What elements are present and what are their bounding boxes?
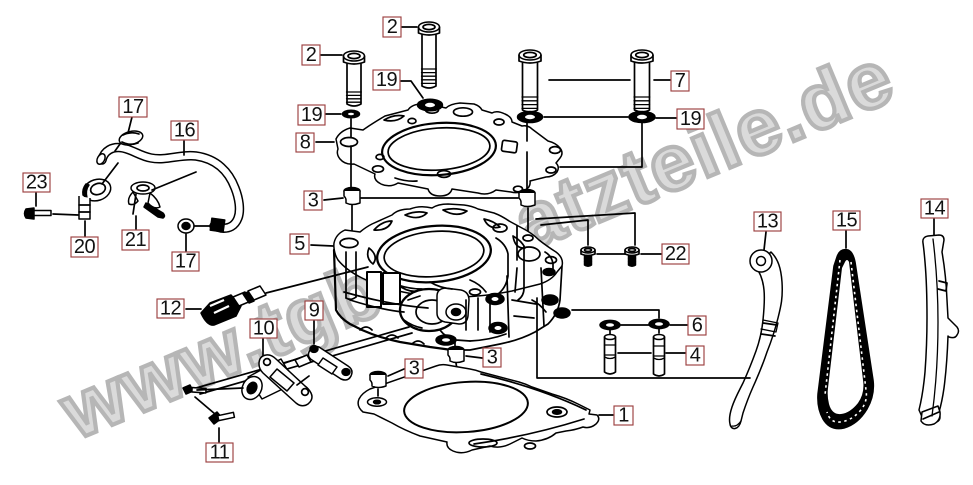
svg-text:20: 20 <box>74 236 96 258</box>
svg-text:1: 1 <box>618 405 629 427</box>
svg-text:9: 9 <box>309 300 320 322</box>
svg-text:8: 8 <box>300 132 311 154</box>
svg-text:19: 19 <box>680 108 702 130</box>
svg-text:14: 14 <box>924 198 946 220</box>
svg-text:19: 19 <box>301 104 323 126</box>
svg-text:21: 21 <box>125 229 147 251</box>
svg-text:6: 6 <box>692 315 703 337</box>
svg-text:2: 2 <box>306 44 317 66</box>
svg-text:2: 2 <box>387 16 398 38</box>
svg-text:11: 11 <box>210 442 230 464</box>
svg-text:23: 23 <box>26 172 48 194</box>
svg-text:15: 15 <box>836 210 858 232</box>
svg-text:3: 3 <box>409 358 420 380</box>
svg-text:7: 7 <box>675 70 686 92</box>
svg-text:3: 3 <box>487 347 498 369</box>
svg-text:16: 16 <box>174 120 196 142</box>
svg-text:5: 5 <box>294 233 305 255</box>
svg-text:10: 10 <box>253 318 275 340</box>
svg-text:3: 3 <box>308 190 319 212</box>
svg-text:19: 19 <box>376 69 398 91</box>
svg-text:17: 17 <box>122 96 144 118</box>
svg-text:17: 17 <box>175 251 197 273</box>
svg-text:4: 4 <box>690 345 701 367</box>
svg-text:22: 22 <box>665 243 687 265</box>
svg-text:13: 13 <box>757 211 779 233</box>
svg-text:12: 12 <box>160 298 182 320</box>
